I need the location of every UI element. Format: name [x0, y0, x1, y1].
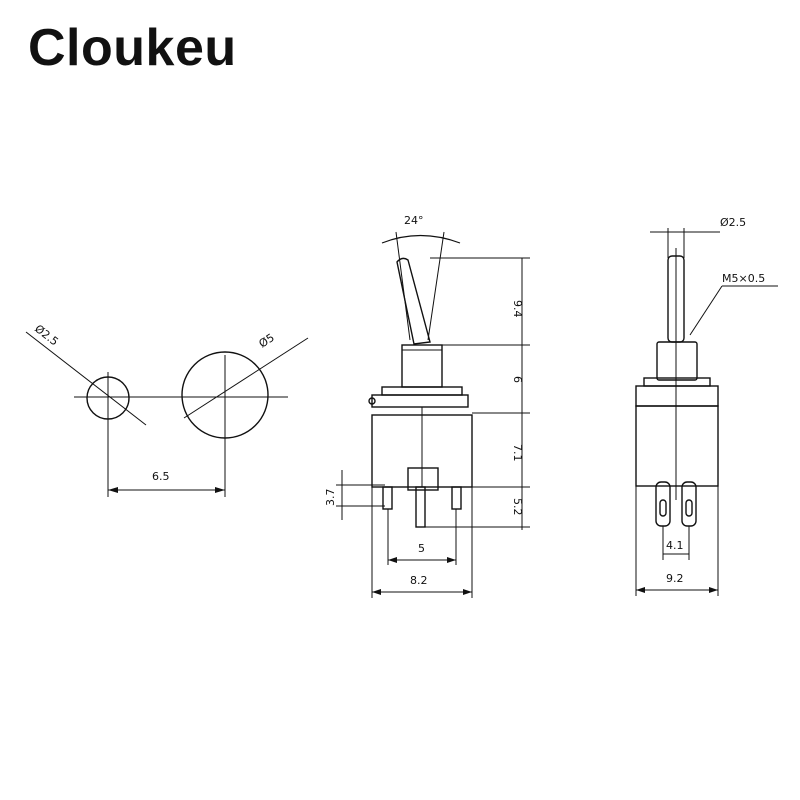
side-body-width-label: 8.2: [410, 574, 428, 587]
arrowhead: [709, 587, 718, 593]
small-hole-diameter-label: Ø2.5: [32, 322, 61, 348]
front-pin-spacing-label: 4.1: [666, 539, 684, 552]
body-height-label: 7.1: [511, 444, 524, 462]
front-lever-diameter-label: Ø2.5: [720, 216, 746, 229]
pin-spacing-label: 5: [418, 542, 425, 555]
angle-extension-left: [395, 231, 411, 341]
lever-angle-arc: [381, 234, 461, 244]
small-hole-leader: [25, 331, 147, 426]
large-hole-leader: [183, 337, 309, 419]
arrowhead: [388, 557, 397, 563]
arrowhead: [108, 487, 118, 493]
terminal-block: [407, 467, 439, 491]
bushing: [401, 344, 443, 388]
front-washer: [643, 377, 711, 387]
arrowhead: [372, 589, 381, 595]
front-plate: [635, 385, 719, 407]
front-terminal-right-slot: [685, 499, 693, 517]
front-body: [635, 405, 719, 487]
front-body-width-label: 9.2: [666, 572, 684, 585]
arrowhead: [636, 587, 645, 593]
panel-hole-view: [25, 331, 309, 497]
front-terminal-right: [681, 481, 697, 527]
side-view: [336, 231, 530, 598]
lever-height-label: 9.4: [511, 300, 524, 318]
large-hole-diameter-label: Ø5: [257, 331, 277, 350]
plate-rivet: [368, 397, 376, 405]
terminal-pin-right: [451, 486, 462, 510]
angle-extension-right: [427, 231, 445, 341]
front-terminal-left: [655, 481, 671, 527]
arrowhead: [447, 557, 456, 563]
thread-spec-label: M5×0.5: [722, 272, 765, 285]
washer: [381, 386, 463, 396]
terminal-pin-centre: [415, 486, 426, 528]
hole-spacing-label: 6.5: [152, 470, 170, 483]
pin-length-label: 5.2: [511, 498, 524, 516]
lever: [396, 257, 431, 345]
lever-angle-label: 24°: [404, 214, 424, 227]
arrowhead: [215, 487, 225, 493]
arrowhead: [463, 589, 472, 595]
brand-title: Cloukeu: [28, 19, 237, 77]
pin-offset-label: 3.7: [324, 489, 337, 507]
front-terminal-left-slot: [659, 499, 667, 517]
bushing-height-label: 6: [511, 376, 524, 383]
front-view: [635, 228, 778, 596]
thread-leader: [689, 285, 723, 336]
front-bushing: [656, 341, 698, 381]
mounting-plate: [371, 394, 469, 408]
